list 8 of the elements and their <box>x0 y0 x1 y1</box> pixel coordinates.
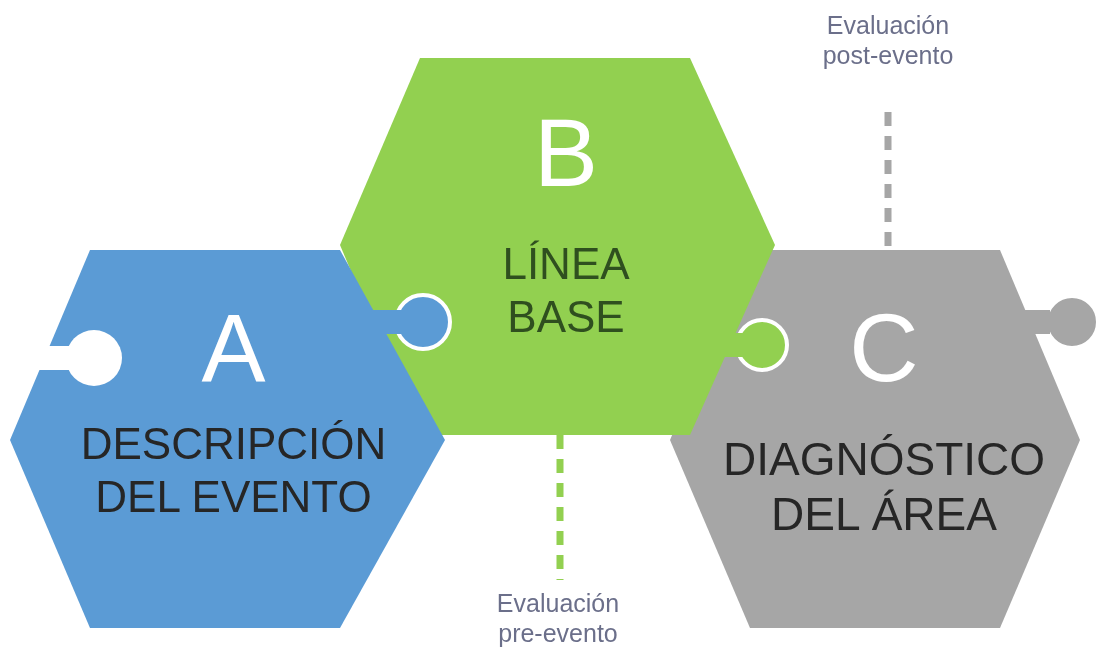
step-title: DIAGNÓSTICO DEL ÁREA <box>722 432 1046 543</box>
step-letter: A <box>200 293 267 403</box>
annotation-text: Evaluación pre-evento <box>495 588 621 648</box>
step-title: DESCRIPCIÓN DEL EVENTO <box>79 418 388 523</box>
annotation-text: Evaluación post-evento <box>821 10 955 70</box>
step-letter: B <box>533 98 599 208</box>
step-title: LÍNEA BASE <box>501 238 631 343</box>
step-letter: C <box>848 293 920 403</box>
